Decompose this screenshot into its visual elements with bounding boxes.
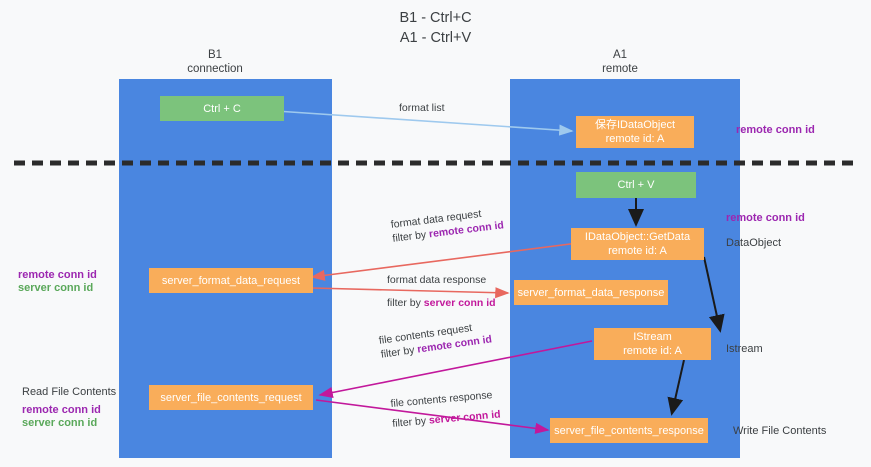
arrow-file-contents-response [315,399,550,434]
node-idataobject-getdata[interactable]: IDataObject::GetData remote id: A [571,228,704,260]
node-istream[interactable]: IStream remote id: A [594,328,711,360]
arrow-getdata-to-istream [703,256,725,333]
arrow-istream-to-write [667,359,685,416]
node-ctrl-v-label: Ctrl + V [617,179,655,191]
edge-label-format-list: format list [399,102,445,114]
left-label-server-conn-id-2: server conn id [22,417,98,429]
right-label-istream: Istream [726,343,763,355]
node-ctrl-c-label: Ctrl + C [203,102,241,115]
arrow-file-contents-request [318,340,593,399]
left-label-remote-conn-id-2: remote conn id [22,404,101,416]
node-getdata-line-1: IDataObject::GetData [584,231,691,243]
column-header-b1: B1 connection [155,48,275,76]
node-server-format-data-response[interactable]: server_format_data_response [514,280,668,305]
arrow-format-data-request [310,242,579,281]
column-header-a1: A1 remote [560,48,680,76]
node-server-file-contents-request[interactable]: server_file_contents_request [149,385,313,410]
node-istream-line-1: IStream [633,331,672,343]
node-server-format-data-request[interactable]: server_format_data_request [149,268,313,293]
diagram-title: B1 - Ctrl+C A1 - Ctrl+V [0,8,871,48]
node-ctrl-v[interactable]: Ctrl + V [576,172,696,198]
node-save-idataobject-line-1: 保存IDataObject [594,119,676,131]
node-server-format-data-response-label: server_format_data_response [517,286,665,299]
right-label-write-file-contents: Write File Contents [733,425,827,437]
column-a1-role: remote [602,63,638,75]
column-a1-name: A1 [612,49,628,61]
left-label-server-conn-id: server conn id [18,282,94,294]
column-b1-name: B1 [207,49,223,61]
node-ctrl-c[interactable]: Ctrl + C [160,96,284,121]
column-b1-role: connection [187,63,243,75]
node-server-file-contents-response-label: server_file_contents_response [554,424,704,437]
edge-label-format-data-response: format data response filter by server co… [387,273,496,310]
left-label-remote-conn-id: remote conn id [18,269,97,281]
arrow-format-data-response [311,287,510,299]
right-label-remote-conn-id-mid: remote conn id [726,212,805,224]
node-server-format-data-request-label: server_format_data_request [161,274,301,287]
right-label-data-object: DataObject [726,237,782,249]
node-istream-line-2: remote id: A [623,345,682,357]
right-label-remote-conn-id-top: remote conn id [736,124,815,136]
arrow-format-list [275,110,574,136]
filter-prefix-4: filter by [391,414,430,430]
title-line-2: A1 - Ctrl+V [399,30,472,46]
node-getdata-line-2: remote id: A [608,245,667,257]
edge-label-format-data-response-line-1: format data response [387,274,487,286]
filter-key-server-conn-id: server conn id [423,297,496,309]
node-save-idataobject[interactable]: 保存IDataObject remote id: A [576,116,694,148]
edge-label-format-data-response-line-2: filter by server conn id [387,296,496,310]
left-label-read-file-contents: Read File Contents [22,386,117,398]
filter-prefix-2: filter by [387,297,424,309]
node-server-file-contents-response[interactable]: server_file_contents_response [550,418,708,443]
title-line-1: B1 - Ctrl+C [399,10,472,26]
node-server-file-contents-request-label: server_file_contents_request [160,391,302,404]
node-save-idataobject-line-2: remote id: A [605,133,665,145]
